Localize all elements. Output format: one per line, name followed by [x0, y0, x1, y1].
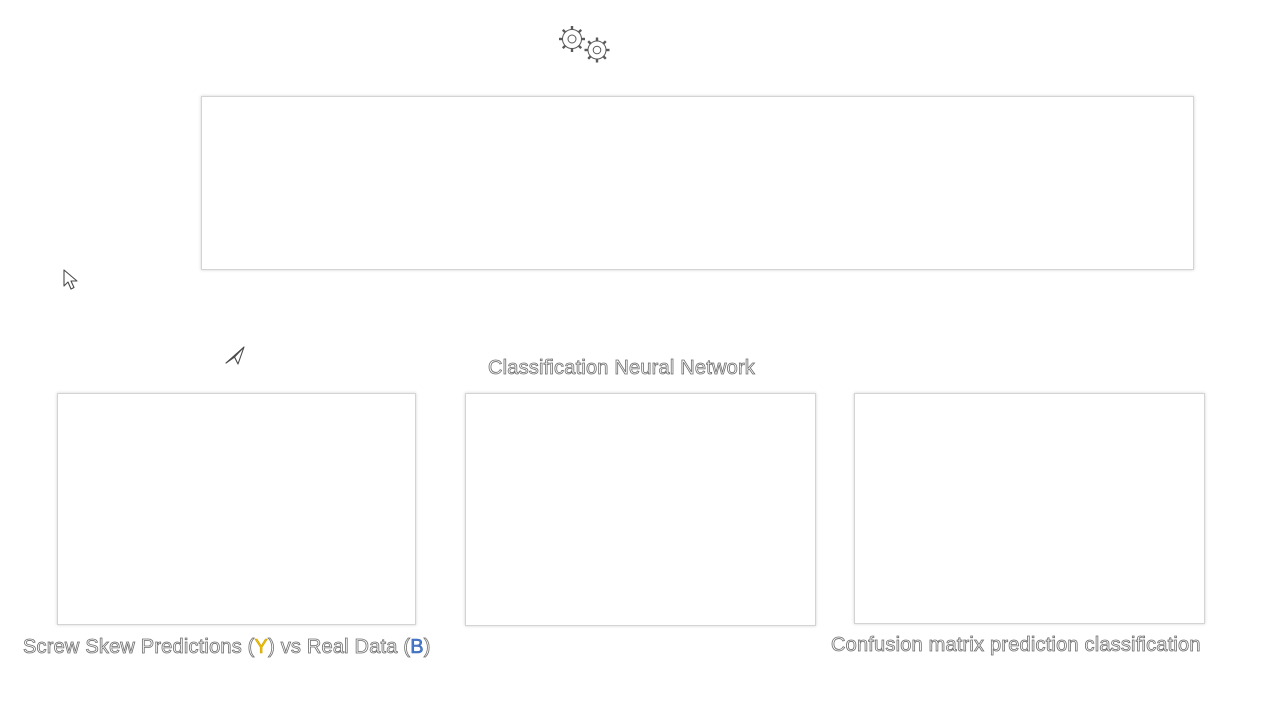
- predictions-caption-middle: ) vs Real Data (: [268, 636, 411, 659]
- network-diagram-panel[interactable]: [465, 393, 816, 626]
- confusion-matrix-caption: Confusion matrix prediction classificati…: [831, 634, 1201, 657]
- predictions-caption-suffix: ): [423, 636, 431, 659]
- predictions-caption: Screw Skew Predictions (Y) vs Real Data …: [23, 636, 431, 659]
- top-chart-panel[interactable]: [201, 96, 1194, 270]
- cursor-pointer-icon[interactable]: [60, 267, 82, 293]
- gears-icon[interactable]: [554, 22, 616, 68]
- send-arrow-icon[interactable]: [223, 344, 247, 366]
- blue-legend-letter: B: [410, 636, 424, 659]
- predictions-chart-panel[interactable]: [57, 393, 416, 625]
- confusion-matrix-panel[interactable]: [854, 393, 1205, 624]
- predictions-caption-prefix: Screw Skew Predictions (: [23, 636, 255, 659]
- yellow-legend-letter: Y: [254, 636, 269, 659]
- network-title: Classification Neural Network: [488, 357, 756, 380]
